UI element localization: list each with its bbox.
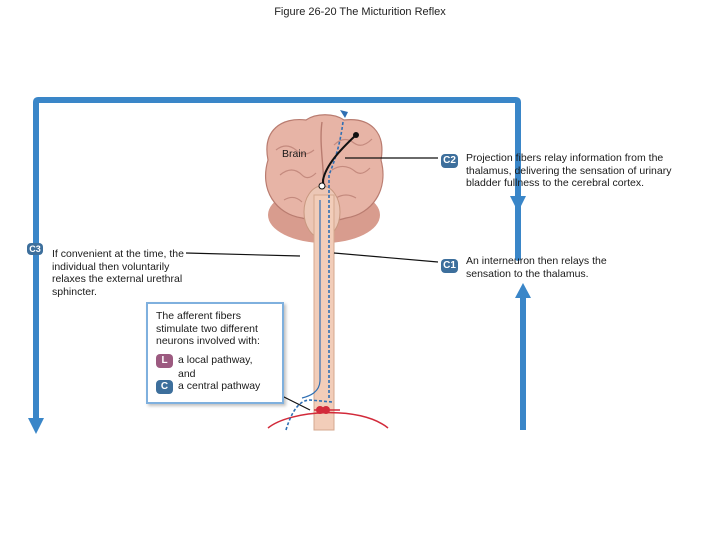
c2-badge: C2 — [441, 154, 458, 168]
afferent-fibers-box: The afferent fibers stimulate two differ… — [146, 302, 284, 404]
c3-badge: C3 — [27, 243, 43, 255]
brain-illustration — [264, 114, 384, 243]
brain-label: Brain — [282, 148, 307, 160]
figure-title: Figure 26-20 The Micturition Reflex — [274, 6, 446, 18]
central-pathway-badge: C — [156, 380, 173, 394]
afferent-intro: The afferent fibers stimulate two differ… — [156, 310, 260, 347]
central-pathway — [328, 121, 344, 400]
feedback-loop-arrow — [33, 97, 521, 421]
loop-arrowhead-down-right — [510, 196, 526, 212]
c1-description: An interneuron then relays the sensation… — [466, 255, 607, 280]
loop-arrowhead-down-left — [28, 418, 44, 434]
local-pathway-badge: L — [156, 353, 173, 368]
and-label: and — [178, 367, 196, 380]
ascending-arrowhead — [515, 283, 531, 298]
c1-badge: C1 — [441, 259, 458, 273]
leader-c1 — [333, 252, 439, 263]
local-pathway-label: a local pathway, — [178, 353, 253, 366]
leader-c3 — [185, 252, 301, 257]
c2-description: Projection fibers relay information from… — [466, 152, 672, 189]
spinal-cord — [313, 194, 335, 431]
central-pathway-label: a central pathway — [178, 380, 261, 392]
projection-fiber — [322, 134, 357, 188]
leader-afferent — [279, 394, 311, 411]
c3-description: If convenient at the time, the individua… — [52, 248, 184, 298]
afferent-dashed-fiber — [285, 399, 333, 431]
